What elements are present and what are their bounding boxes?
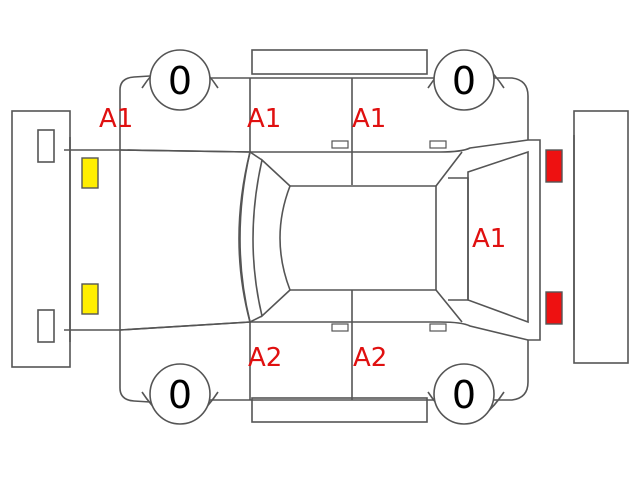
rear-lamp-right xyxy=(545,291,563,325)
rear-lamp-left xyxy=(545,149,563,183)
front-bumper xyxy=(11,110,71,368)
wheel-front-left: 0 xyxy=(141,49,219,111)
wheel-rear-right: 0 xyxy=(427,363,505,425)
damage-code-rear-hatch: A1 xyxy=(472,224,506,254)
tyre-code-rear-left: 0 xyxy=(452,59,476,103)
damage-code-front-left-door: A1 xyxy=(247,104,281,134)
cabin xyxy=(238,151,469,323)
wheel-front-right: 0 xyxy=(141,363,219,425)
tyre-code-rear-right: 0 xyxy=(452,373,476,417)
rear-bumper xyxy=(573,110,629,364)
left-side-sill xyxy=(251,49,428,75)
damage-code-rear-right-door: A2 xyxy=(353,343,387,373)
front-lamp-right xyxy=(81,283,99,315)
rear-hatch xyxy=(467,139,541,341)
front-lamp-left xyxy=(81,157,99,189)
damage-code-front-left-fender: A1 xyxy=(99,104,133,134)
damage-code-rear-left-door: A1 xyxy=(352,104,386,134)
damage-code-front-right-door: A2 xyxy=(248,343,282,373)
tyre-code-front-left: 0 xyxy=(168,59,192,103)
right-side-sill xyxy=(251,397,428,423)
tyre-code-front-right: 0 xyxy=(168,373,192,417)
wheel-rear-left: 0 xyxy=(427,49,505,111)
